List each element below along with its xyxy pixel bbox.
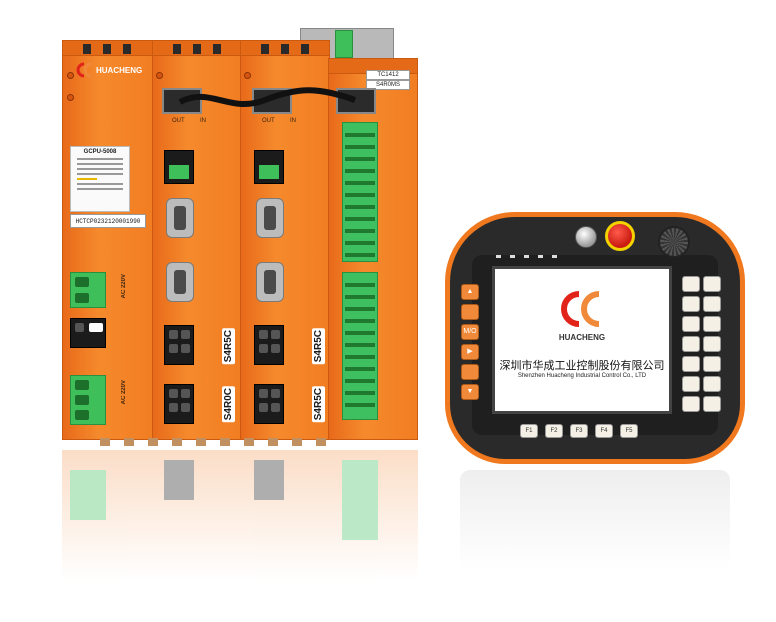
network-cable bbox=[178, 87, 356, 107]
left-key-2[interactable] bbox=[461, 304, 479, 320]
pendant-screen[interactable]: HUACHENG 深圳市华成工业控制股份有限公司 Shenzhen Huache… bbox=[492, 266, 672, 414]
status-led bbox=[244, 72, 251, 79]
hand-wheel[interactable] bbox=[658, 226, 690, 258]
jog-key[interactable] bbox=[682, 376, 700, 392]
motor-terminal bbox=[254, 384, 284, 424]
pendant-reflection bbox=[460, 470, 730, 570]
power-label: AC 220V bbox=[121, 274, 127, 299]
jog-key[interactable] bbox=[703, 376, 721, 392]
mode-key-switch[interactable] bbox=[575, 226, 597, 248]
motor-terminal bbox=[164, 325, 194, 365]
drive-label: S4R5C bbox=[312, 386, 325, 423]
io-label-1: TC1412 bbox=[366, 70, 410, 80]
ethernet-port-io[interactable] bbox=[336, 88, 376, 114]
indicator-led bbox=[552, 255, 557, 258]
status-led bbox=[67, 94, 74, 101]
module-top-vent bbox=[241, 41, 329, 56]
jog-key[interactable] bbox=[703, 396, 721, 412]
jog-key[interactable] bbox=[703, 356, 721, 372]
drive-label: S4R0C bbox=[222, 386, 235, 423]
port-label-out: OUT bbox=[172, 118, 185, 124]
serial-barcode: HCTCP0232120001990 bbox=[70, 214, 146, 228]
io-terminal-block bbox=[342, 122, 378, 262]
indicator-led bbox=[496, 255, 501, 258]
huacheng-logo-icon bbox=[76, 62, 92, 78]
io-terminal bbox=[70, 375, 106, 425]
green-connector-top bbox=[335, 30, 353, 58]
left-key-mo[interactable]: M/O bbox=[461, 324, 479, 340]
company-name-en: Shenzhen Huacheng Industrial Control Co.… bbox=[517, 373, 647, 379]
db9-connector[interactable] bbox=[256, 198, 284, 238]
cpu-spec-label: GCPU-5008 bbox=[70, 146, 130, 212]
jog-key[interactable] bbox=[703, 276, 721, 292]
switch-terminal bbox=[70, 318, 106, 348]
jog-key[interactable] bbox=[682, 336, 700, 352]
left-key-1[interactable]: ▲ bbox=[461, 284, 479, 300]
port-label-in: IN bbox=[290, 118, 296, 124]
left-key-5[interactable] bbox=[461, 364, 479, 380]
cpu-model: GCPU-5008 bbox=[83, 149, 117, 155]
motor-terminal bbox=[254, 325, 284, 365]
jog-key[interactable] bbox=[682, 276, 700, 292]
controller-brand: HUACHENG bbox=[96, 66, 143, 75]
function-key-f2[interactable]: F2 bbox=[545, 424, 563, 438]
left-key-4[interactable]: ▶ bbox=[461, 344, 479, 360]
db9-connector[interactable] bbox=[256, 262, 284, 302]
jog-key[interactable] bbox=[703, 336, 721, 352]
encoder-terminal bbox=[164, 150, 194, 184]
function-key-f4[interactable]: F4 bbox=[595, 424, 613, 438]
drive-label: S4R5C bbox=[312, 328, 325, 365]
company-name-cn: 深圳市华成工业控制股份有限公司 bbox=[499, 360, 665, 372]
port-label-out: OUT bbox=[262, 118, 275, 124]
power-label-2: AC 220V bbox=[121, 380, 127, 405]
indicator-led bbox=[524, 255, 529, 258]
function-key-f5[interactable]: F5 bbox=[620, 424, 638, 438]
motor-terminal bbox=[164, 384, 194, 424]
db9-connector[interactable] bbox=[166, 262, 194, 302]
indicator-led bbox=[538, 255, 543, 258]
screen-brand: HUACHENG bbox=[558, 333, 606, 342]
jog-key[interactable] bbox=[682, 356, 700, 372]
function-key-f3[interactable]: F3 bbox=[570, 424, 588, 438]
module-top-vent bbox=[63, 41, 153, 56]
module-top-vent bbox=[153, 41, 241, 56]
db9-connector[interactable] bbox=[166, 198, 194, 238]
io-terminal-block bbox=[342, 272, 378, 420]
drive-label: S4R5C bbox=[222, 328, 235, 365]
jog-key[interactable] bbox=[682, 296, 700, 312]
emergency-stop-button[interactable] bbox=[605, 221, 635, 251]
port-label-in: IN bbox=[200, 118, 206, 124]
rack-feet bbox=[100, 438, 340, 446]
io-label-2: S4R0MS bbox=[366, 80, 410, 90]
rack-reflection bbox=[62, 450, 418, 580]
huacheng-logo-icon bbox=[561, 291, 600, 327]
indicator-led bbox=[510, 255, 515, 258]
encoder-terminal bbox=[254, 150, 284, 184]
jog-key[interactable] bbox=[703, 316, 721, 332]
jog-key[interactable] bbox=[682, 316, 700, 332]
jog-key[interactable] bbox=[682, 396, 700, 412]
function-key-f1[interactable]: F1 bbox=[520, 424, 538, 438]
left-key-6[interactable]: ▼ bbox=[461, 384, 479, 400]
power-terminal bbox=[70, 272, 106, 308]
status-led bbox=[67, 72, 74, 79]
jog-key[interactable] bbox=[703, 296, 721, 312]
status-led bbox=[156, 72, 163, 79]
